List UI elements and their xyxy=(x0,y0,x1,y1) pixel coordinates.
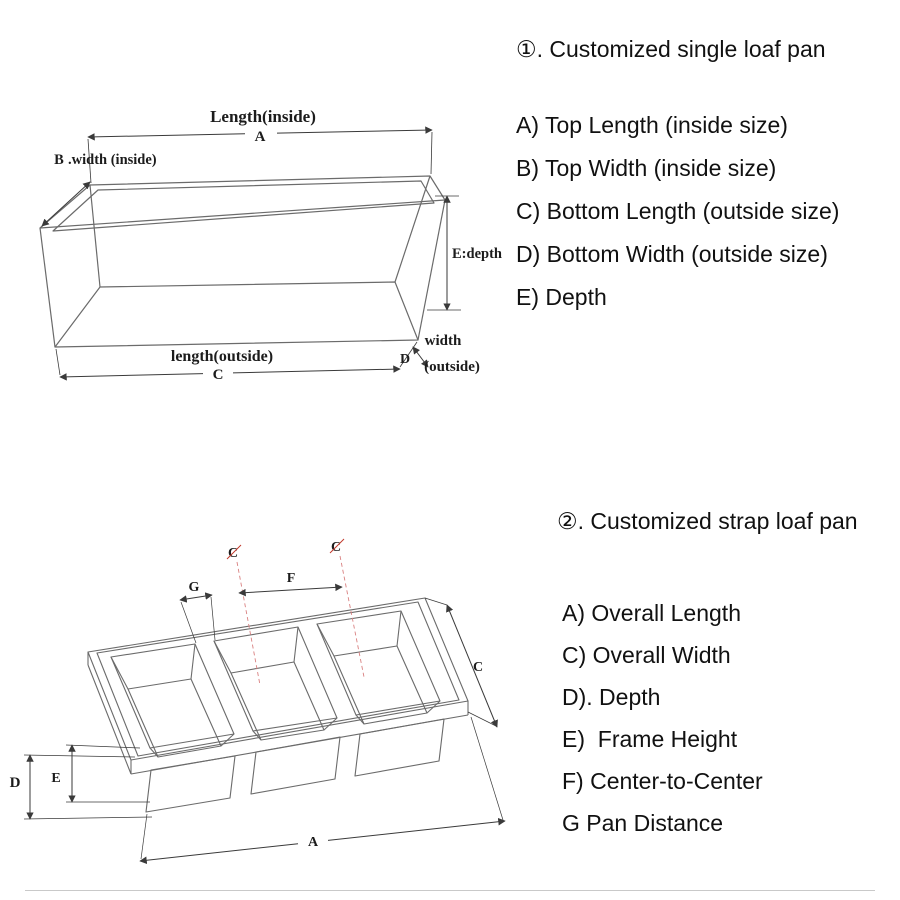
strap-pan-wireframe xyxy=(87,597,469,813)
section2-legend: A) Overall Length C) Overall Width D). D… xyxy=(562,598,763,850)
label-dim-d: D xyxy=(10,775,21,791)
centerline-leader-1 xyxy=(236,561,261,686)
pan-edge-front-left xyxy=(39,227,56,348)
frame-inner xyxy=(96,601,460,757)
legend-item-center-to-center: F) Center-to-Center xyxy=(562,768,763,794)
label-dim-a: A xyxy=(255,129,266,145)
dim-f-center-to-center xyxy=(238,583,343,597)
dim-d-width-outside xyxy=(412,346,429,368)
legend-item-depth: D). Depth xyxy=(562,684,661,710)
section2-heading: ②. Customized strap loaf pan xyxy=(557,508,858,534)
label-width-inside: .width (inside) xyxy=(68,152,157,168)
dim-c-length-outside xyxy=(55,341,418,381)
label-length-inside: Length(inside) xyxy=(210,107,316,126)
label-dim-f: F xyxy=(287,571,296,586)
hanging-pan-2 xyxy=(250,736,341,795)
label-dim-c: C xyxy=(213,367,224,383)
legend-item-bottom-length: C) Bottom Length (outside size) xyxy=(516,198,840,224)
legend-item-frame-height: E) Frame Height xyxy=(562,726,738,752)
single-loaf-pan-diagram: Length(inside) A B .width (inside) E:dep… xyxy=(39,107,502,383)
label-dim-d: D xyxy=(400,352,410,367)
cavity-1-top xyxy=(110,643,235,749)
label-dim-b: B xyxy=(54,152,64,168)
cavity-3-top xyxy=(316,610,441,716)
dim-c-overall-width xyxy=(424,597,498,728)
label-dim-e: E xyxy=(51,771,60,786)
section1-heading: ①. Customized single loaf pan xyxy=(516,36,826,62)
legend-item-top-length: A) Top Length (inside size) xyxy=(516,112,788,138)
cavity-1-bottom xyxy=(127,678,222,758)
centerline-marks: C C xyxy=(226,538,365,686)
label-dim-c: C xyxy=(473,660,483,675)
loaf-pan-wireframe xyxy=(39,175,446,348)
dim-e-frame-height xyxy=(65,744,150,803)
dim-a-length-inside xyxy=(87,126,433,184)
cavity-2-top xyxy=(213,626,338,732)
dim-g-pan-distance xyxy=(179,592,216,644)
hanging-pan-1 xyxy=(145,755,236,813)
legend-item-overall-width: C) Overall Width xyxy=(562,642,731,668)
legend-item-overall-length: A) Overall Length xyxy=(562,600,741,626)
bottom-divider xyxy=(25,890,875,891)
strap-loaf-pan-diagram: C C G F C D xyxy=(10,538,506,864)
legend-item-bottom-width: D) Bottom Width (outside size) xyxy=(516,241,828,267)
legend-item-top-width: B) Top Width (inside size) xyxy=(516,155,777,181)
dim-b-width-inside xyxy=(41,181,91,227)
label-depth: E:depth xyxy=(452,246,502,262)
pan-edge-front-right xyxy=(417,199,446,341)
pan-base xyxy=(54,281,419,348)
pan-edge-back-right xyxy=(394,175,431,283)
cavity-3-bottom xyxy=(333,645,428,725)
dim-a-overall-length xyxy=(139,716,506,864)
label-dim-g: G xyxy=(189,580,200,595)
legend-item-depth: E) Depth xyxy=(516,284,607,310)
section1-legend: A) Top Length (inside size) B) Top Width… xyxy=(516,110,839,325)
dim-d-depth xyxy=(23,754,153,820)
label-dim-a: A xyxy=(308,835,319,850)
centerline-leader-2 xyxy=(339,555,365,678)
label-width-outside-2: (outside) xyxy=(424,359,480,375)
legend-item-pan-distance: G Pan Distance xyxy=(562,810,724,836)
label-length-outside: length(outside) xyxy=(171,348,273,365)
pan-edge-back-left xyxy=(89,184,101,288)
dim-e-depth xyxy=(427,195,461,311)
label-width-outside-1: width xyxy=(425,333,462,349)
pan-top-rim-outer xyxy=(39,175,446,229)
hanging-pan-3 xyxy=(354,718,445,777)
